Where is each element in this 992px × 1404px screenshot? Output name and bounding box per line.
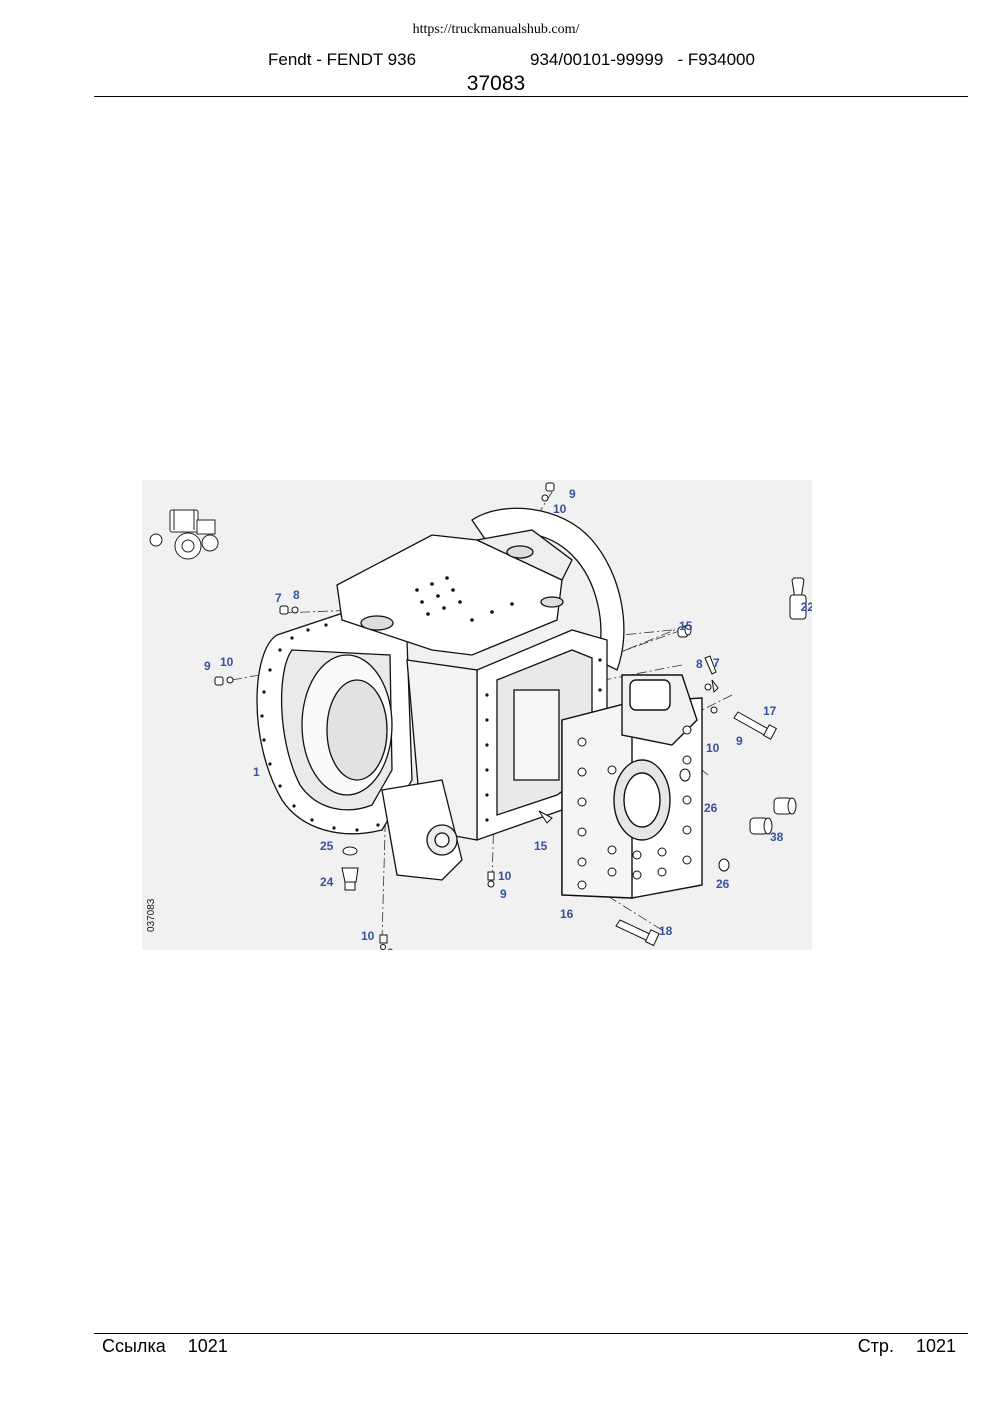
callout-24: 24	[320, 875, 334, 889]
callout-10-bottom: 10	[361, 929, 375, 943]
bushings-38	[749, 797, 797, 835]
side-cover-plate	[561, 674, 703, 899]
callout-7-right: 7	[713, 656, 720, 670]
flange-bolt-holes	[260, 623, 380, 832]
small-plugs	[214, 482, 730, 950]
callout-9-right: 9	[736, 734, 743, 748]
document-number: 37083	[466, 72, 526, 95]
tractor-icon	[149, 509, 219, 560]
sealant-tube-22	[789, 577, 807, 620]
diagram-canvas: 9 10 7 8 22 15 8 7 9 10 17 9 10 1 26 38 …	[142, 480, 812, 950]
serial-range-text: 934/00101-99999	[530, 50, 664, 69]
header-divider	[94, 96, 968, 97]
top-deck	[336, 529, 573, 656]
callout-18: 18	[659, 924, 673, 938]
serial-range: 934/00101-99999 - F934000	[530, 50, 755, 70]
callout-9-bottom: 9	[387, 946, 394, 950]
callout-17: 17	[763, 704, 777, 718]
model-title: Fendt - FENDT 936	[268, 50, 417, 69]
callout-9-top: 9	[569, 487, 576, 501]
callout-8-left: 8	[293, 588, 300, 602]
deck-bolt-holes	[415, 576, 514, 622]
callout-26-lower: 26	[716, 877, 730, 891]
drawing-code: 037083	[146, 898, 157, 932]
callout-38: 38	[770, 830, 784, 844]
footer-divider	[94, 1333, 968, 1334]
reference-value: 1021	[187, 1336, 228, 1356]
callout-10-middle: 10	[498, 869, 512, 883]
callout-labels: 9 10 7 8 22 15 8 7 9 10 17 9 10 1 26 38 …	[204, 487, 812, 950]
callout-9-middle: 9	[500, 887, 507, 901]
page-number: 1021	[915, 1336, 956, 1356]
callout-10-right: 10	[706, 741, 720, 755]
bolt-18	[615, 919, 660, 947]
callout-22: 22	[801, 600, 812, 614]
callout-26-upper: 26	[704, 801, 718, 815]
bolt-17	[733, 711, 778, 740]
page-label: Стр.	[857, 1336, 894, 1356]
callout-7-left: 7	[275, 591, 282, 605]
model-code: - F934000	[677, 50, 755, 69]
reference-label: Ссылка	[102, 1336, 166, 1356]
callout-16: 16	[560, 907, 574, 921]
exploded-parts-diagram: 9 10 7 8 22 15 8 7 9 10 17 9 10 1 26 38 …	[142, 480, 812, 950]
callout-25: 25	[320, 839, 334, 853]
callout-1: 1	[253, 765, 260, 779]
flange-housing	[256, 609, 413, 835]
rear-ring	[471, 507, 625, 671]
footer-page: Стр. 1021	[858, 1336, 956, 1357]
callout-9-left: 9	[204, 659, 211, 673]
callout-10-left: 10	[220, 655, 234, 669]
callout-15-right: 15	[679, 619, 693, 633]
source-url[interactable]: https://truckmanualshub.com/	[412, 22, 580, 37]
plate-bolt-heads	[577, 725, 692, 890]
callout-15-lower: 15	[534, 839, 548, 853]
footer-reference: Ссылка 1021	[102, 1336, 228, 1357]
callout-8-right: 8	[696, 657, 703, 671]
frame-bolt-holes	[485, 658, 602, 822]
lower-bracket	[381, 779, 463, 881]
callout-10-top: 10	[553, 502, 567, 516]
